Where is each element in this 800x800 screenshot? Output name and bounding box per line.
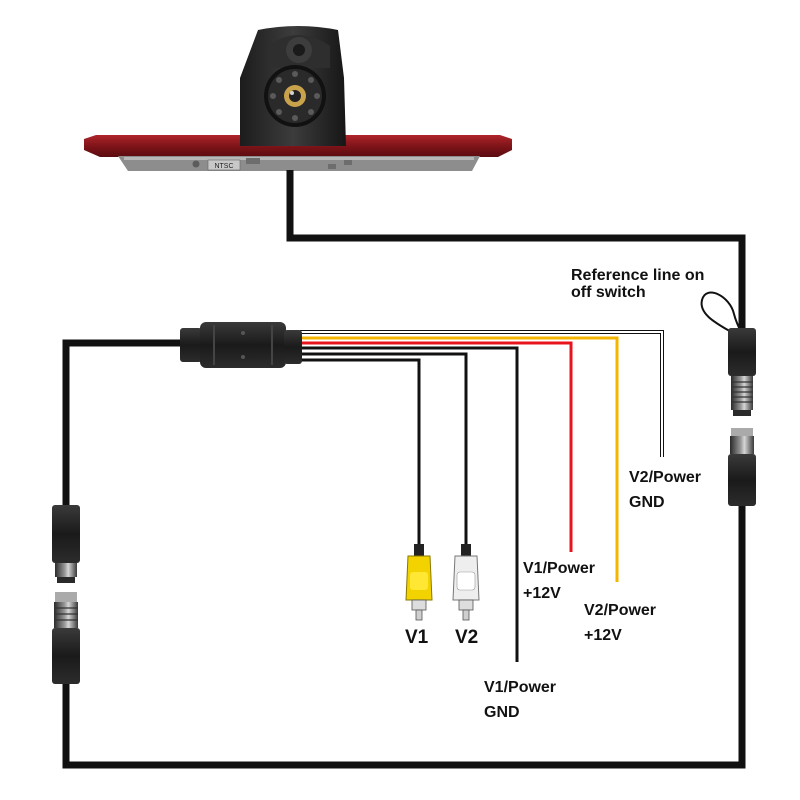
mode-badge-plate (207, 159, 241, 171)
camera-lens-glint (290, 91, 294, 95)
ir-leds (270, 71, 320, 121)
brake-light-camera: NTSC (84, 26, 512, 171)
wire-v2-power-gnd-core (300, 331, 663, 457)
main-cable (62, 505, 746, 769)
right-connector-female (728, 428, 756, 506)
rca-plug-v1 (405, 544, 433, 621)
plate-tab (328, 164, 336, 169)
v1-power-12v-label-line1: V1/Power (523, 560, 595, 577)
v2-power-12v-label-line1: V2/Power (584, 602, 656, 619)
v2-power-gnd-label-line2: GND (629, 494, 665, 511)
reference-loop-wire (700, 291, 743, 337)
left-connector-upper (52, 505, 80, 583)
v1-power-gnd-label-line1: V1/Power (484, 679, 556, 696)
v1-power-gnd-label-line2: GND (484, 704, 520, 721)
plate-tab (344, 160, 352, 165)
wire-v1-power-gnd (300, 346, 519, 662)
v2-label: V2 (455, 627, 478, 648)
reference-label-line2: off switch (571, 284, 646, 301)
camera-pivot-center (293, 44, 305, 56)
left-cable (62, 339, 184, 510)
wire-v2-power-gnd (300, 330, 664, 457)
wire-v2-video (300, 352, 468, 548)
v2-power-gnd-label-line1: V2/Power (629, 469, 701, 486)
v2-power-12v-label-line2: +12V (584, 627, 622, 644)
mode-badge: NTSC (214, 163, 233, 170)
v1-power-12v-label-line2: +12V (523, 585, 561, 602)
camera-cable (286, 170, 746, 333)
right-connector-male (728, 328, 756, 416)
wire-v1-video (300, 358, 421, 548)
wire-v1-power-12v (300, 341, 573, 552)
plate-notch (246, 158, 260, 164)
wire-v2-power-12v (300, 336, 619, 582)
reference-label-line1: Reference line on (571, 267, 704, 284)
left-connector-lower (52, 592, 80, 684)
wire-splitter (180, 322, 302, 368)
plate-screw (192, 160, 200, 168)
rca-plug-v2 (452, 544, 480, 621)
v1-label: V1 (405, 627, 429, 648)
plate-highlight (124, 157, 474, 160)
